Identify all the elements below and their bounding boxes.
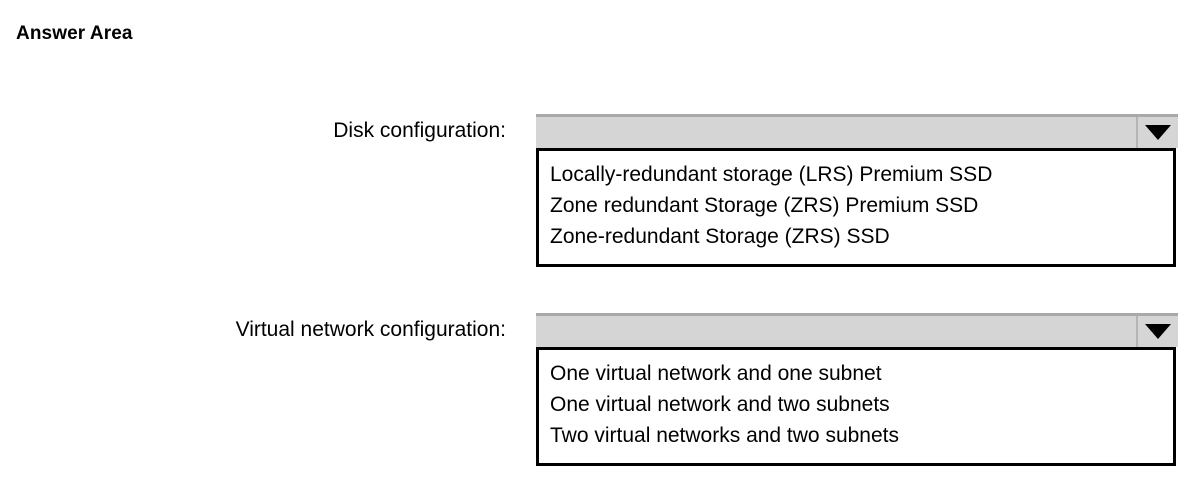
list-item[interactable]: Locally-redundant storage (LRS) Premium … [550,163,993,186]
option-list-disk-configuration: Locally-redundant storage (LRS) Premium … [536,148,1176,267]
option-list-virtual-network-configuration: One virtual network and one subnet One v… [536,347,1176,466]
dropdown-virtual-network-configuration[interactable] [536,313,1178,347]
dropdown-disk-configuration[interactable] [536,114,1178,148]
dropdown-virtual-network-configuration-toggle[interactable] [1136,316,1178,347]
chevron-down-icon [1145,125,1171,140]
list-item[interactable]: Zone redundant Storage (ZRS) Premium SSD [550,194,979,217]
label-virtual-network-configuration: Virtual network configuration: [235,318,506,341]
label-disk-configuration: Disk configuration: [333,119,506,142]
chevron-down-icon [1145,324,1171,339]
list-item[interactable]: One virtual network and one subnet [550,362,882,385]
list-item[interactable]: Two virtual networks and two subnets [550,424,900,447]
list-item[interactable]: Zone-redundant Storage (ZRS) SSD [550,225,890,248]
page-title: Answer Area [16,23,133,44]
list-item[interactable]: One virtual network and two subnets [550,393,890,416]
dropdown-disk-configuration-toggle[interactable] [1136,117,1178,148]
